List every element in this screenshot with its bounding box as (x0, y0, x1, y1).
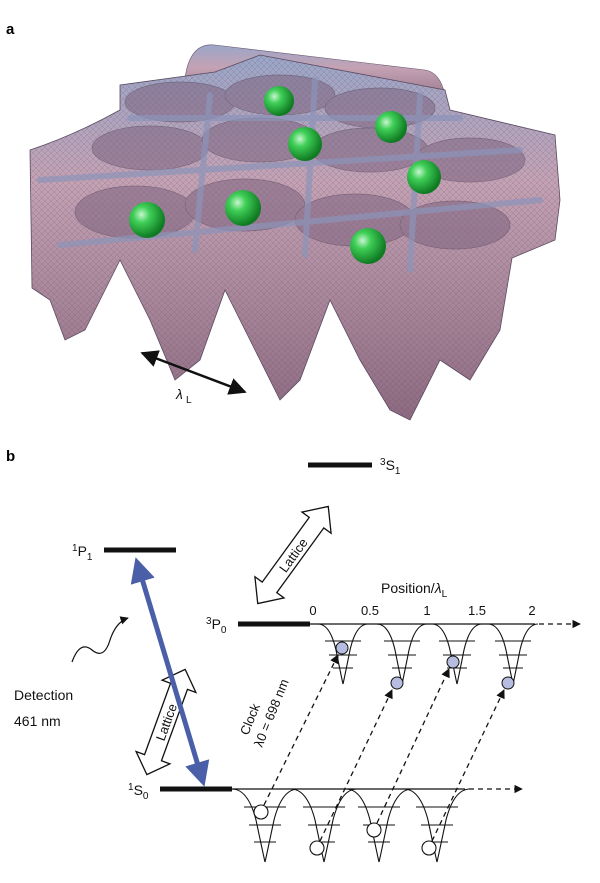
ground-atoms (253, 804, 437, 856)
level-3s1-label: 3S1 (380, 457, 401, 477)
atom (350, 228, 386, 264)
atom (264, 86, 294, 116)
detection-arrow (130, 557, 210, 787)
fluorescence-squiggle (71, 616, 129, 663)
level-3p0-label: 3P0 (206, 616, 227, 636)
clock-transition-arrow (431, 689, 505, 842)
atom (288, 127, 322, 161)
trapped-atoms (129, 86, 441, 264)
lower-wells (231, 788, 471, 863)
clock-transition-arrow (263, 654, 339, 806)
excited-atom (335, 641, 349, 655)
excited-atom (446, 655, 460, 669)
clock-transition-arrow (319, 689, 393, 842)
upper-well-levels (325, 640, 531, 669)
tick-label: 0 (309, 603, 316, 618)
tick-label: 2 (528, 603, 535, 618)
wavelength-label: λ (175, 386, 183, 402)
level-1s0-label: 1S0 (128, 782, 149, 802)
lattice-arrow-upper: Lattice (254, 505, 332, 605)
wavelength-subscript: L (186, 395, 192, 406)
tick-label: 1 (423, 603, 430, 618)
wavelength-arrow (140, 350, 247, 395)
detection-wavelength: 461 nm (14, 713, 61, 729)
excited-atom (501, 676, 515, 690)
panel-a-label: a (6, 21, 15, 38)
upper-wells (317, 623, 539, 685)
excited-atoms (335, 641, 515, 690)
level-1p1-label: 1P1 (72, 543, 93, 563)
clock-transition-arrow (376, 668, 450, 824)
lattice-potential-surface (29, 44, 561, 421)
position-axis-label: Position/λL (381, 580, 448, 600)
panel-b-label: b (6, 448, 15, 465)
position-ticks: 0 0.5 1 1.5 2 (309, 603, 535, 618)
clock-transitions (263, 654, 505, 842)
ground-atom (421, 840, 437, 856)
ground-atom (366, 822, 382, 838)
atom (407, 160, 441, 194)
atom (375, 111, 407, 143)
tick-label: 0.5 (361, 603, 379, 618)
ground-atom (309, 840, 325, 856)
excited-atom (390, 676, 404, 690)
ground-atom (253, 804, 269, 820)
detection-label: Detection (14, 687, 73, 703)
lattice-arrow-lower: Lattice (134, 668, 198, 776)
tick-label: 1.5 (468, 603, 486, 618)
atom (225, 190, 261, 226)
atom (129, 202, 165, 238)
